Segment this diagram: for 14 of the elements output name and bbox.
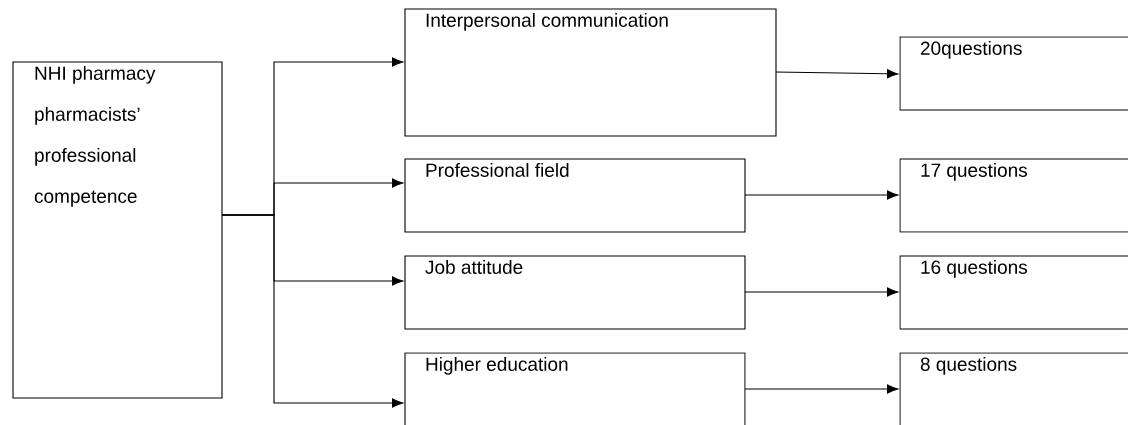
arrow <box>221 214 404 408</box>
arrow <box>744 190 899 200</box>
process-box: 16 questions <box>899 255 1128 330</box>
process-box: Interpersonal communication <box>404 8 777 137</box>
process-box: 8 questions <box>899 352 1128 425</box>
process-box: 17 questions <box>899 158 1128 233</box>
arrow <box>744 287 899 297</box>
arrow <box>744 384 899 394</box>
process-box: NHI pharmacy pharmacists’ professional competence <box>12 61 223 399</box>
process-box: Higher education <box>404 352 746 425</box>
process-box: 20questions <box>899 36 1128 111</box>
process-box: Professional field <box>404 158 746 233</box>
process-box: Job attitude <box>404 255 746 330</box>
arrow <box>775 69 899 79</box>
